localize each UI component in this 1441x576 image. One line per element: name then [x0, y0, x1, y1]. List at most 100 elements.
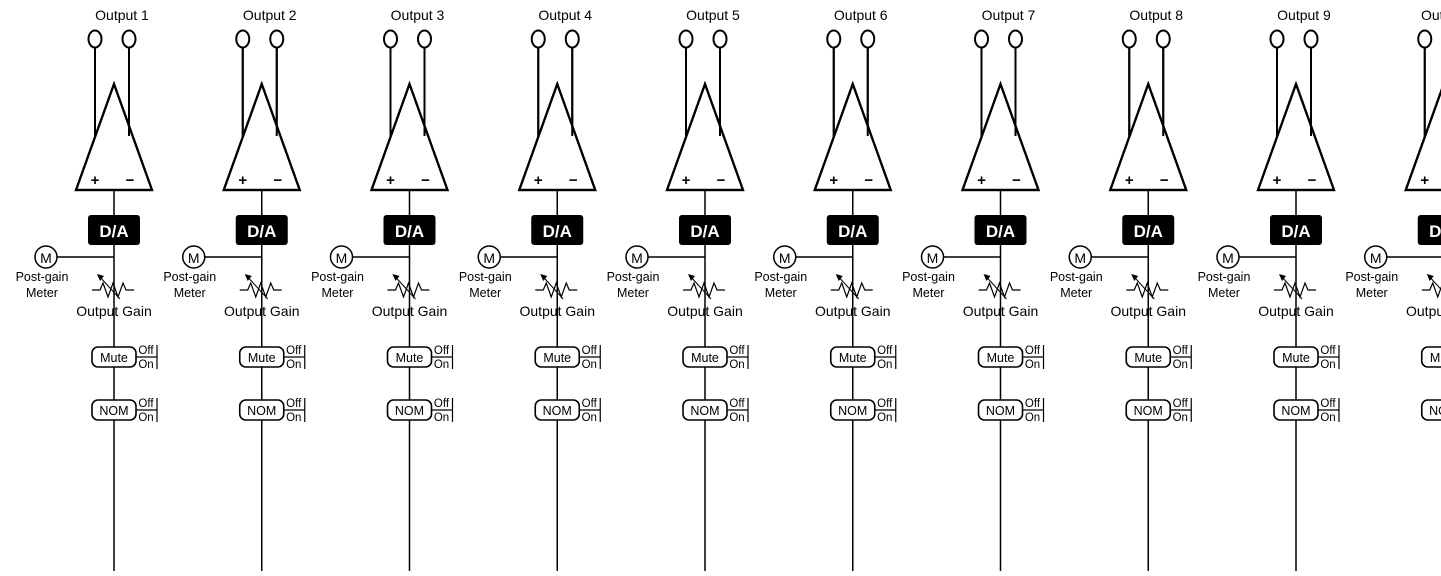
output-gain-label: Output Gain	[963, 303, 1039, 319]
mute-switch-off-option: Off	[434, 345, 450, 357]
mute-switch-on-option: On	[1025, 359, 1040, 371]
mute-switch-label: Mute	[1134, 351, 1162, 365]
meter-label-line2: Meter	[1060, 286, 1092, 300]
da-converter-block: D/A	[531, 215, 584, 245]
da-label: D/A	[838, 222, 867, 241]
plus-label: +	[386, 172, 395, 189]
plus-label: +	[534, 172, 543, 189]
meter-label-line1: Post-gain	[607, 270, 660, 284]
meter-label-line2: Meter	[26, 286, 58, 300]
meter-label-line2: Meter	[174, 286, 206, 300]
nom-switch-label: NOM	[986, 404, 1015, 418]
channel-title: Output 7	[982, 7, 1036, 23]
mute-switch-on-option: On	[1173, 359, 1188, 371]
nom-switch-on-option: On	[286, 412, 301, 424]
minus-label: −	[1308, 172, 1317, 189]
output-gain-label: Output Gain	[224, 303, 300, 319]
channel-title: Output 2	[243, 7, 297, 23]
da-label: D/A	[247, 222, 276, 241]
nom-switch-off-option: Off	[582, 398, 598, 410]
output-gain-resistor-icon: Output Gain	[667, 274, 743, 319]
minus-label: −	[1160, 172, 1169, 189]
output-amplifier-icon: +−	[1404, 48, 1441, 192]
nom-switch-off-option: Off	[1320, 398, 1336, 410]
minus-label: −	[864, 172, 873, 189]
mute-switch-on-option: On	[582, 359, 597, 371]
da-converter-block: D/A	[1122, 215, 1175, 245]
da-converter-block: D/A	[383, 215, 436, 245]
nom-switch-on-option: On	[877, 412, 892, 424]
meter-symbol: M	[631, 250, 643, 266]
output-amplifier-icon: +−	[369, 48, 450, 192]
meter-symbol: M	[927, 250, 939, 266]
meter-label-line1: Post-gain	[1050, 270, 1103, 284]
plus-label: +	[977, 172, 986, 189]
mute-switch-off-option: Off	[1025, 345, 1041, 357]
da-label: D/A	[395, 222, 424, 241]
mute-switch-on-option: On	[1320, 359, 1335, 371]
nom-switch-label: NOM	[99, 404, 128, 418]
plus-label: +	[682, 172, 691, 189]
mute-switch-on-option: On	[138, 359, 153, 371]
meter-label-line2: Meter	[913, 286, 945, 300]
output-amplifier-icon: +−	[517, 48, 597, 192]
nom-switch-on-option: On	[729, 412, 744, 424]
output-amplifier-icon: +−	[960, 48, 1041, 192]
meter-symbol: M	[1370, 250, 1382, 266]
nom-switch-on-option: On	[1025, 412, 1040, 424]
meter-label-line2: Meter	[765, 286, 797, 300]
da-label: D/A	[690, 222, 719, 241]
output-gain-label: Output Gain	[372, 303, 448, 319]
meter-label-line1: Post-gain	[1345, 270, 1398, 284]
channel-title: Output 4	[538, 7, 592, 23]
mute-switch-on-option: On	[434, 359, 449, 371]
plus-label: +	[829, 172, 838, 189]
mute-switch-on-option: On	[286, 359, 301, 371]
mute-switch-off-option: Off	[1173, 345, 1189, 357]
minus-label: −	[717, 172, 726, 189]
plus-label: +	[1273, 172, 1282, 189]
nom-switch-on-option: On	[138, 412, 153, 424]
nom-switch-off-option: Off	[138, 398, 154, 410]
plus-label: +	[1420, 172, 1429, 189]
output-gain-label: Output Gain	[1258, 303, 1334, 319]
da-label: D/A	[1429, 222, 1441, 241]
mute-switch-off-option: Off	[286, 345, 302, 357]
output-gain-resistor-icon: Output Gain	[224, 274, 300, 319]
output-amplifier-icon: +−	[222, 48, 302, 192]
da-converter-block: D/A	[974, 215, 1027, 245]
da-converter-block: D/A	[826, 215, 879, 245]
meter-label-line1: Post-gain	[754, 270, 807, 284]
da-label: D/A	[99, 222, 128, 241]
